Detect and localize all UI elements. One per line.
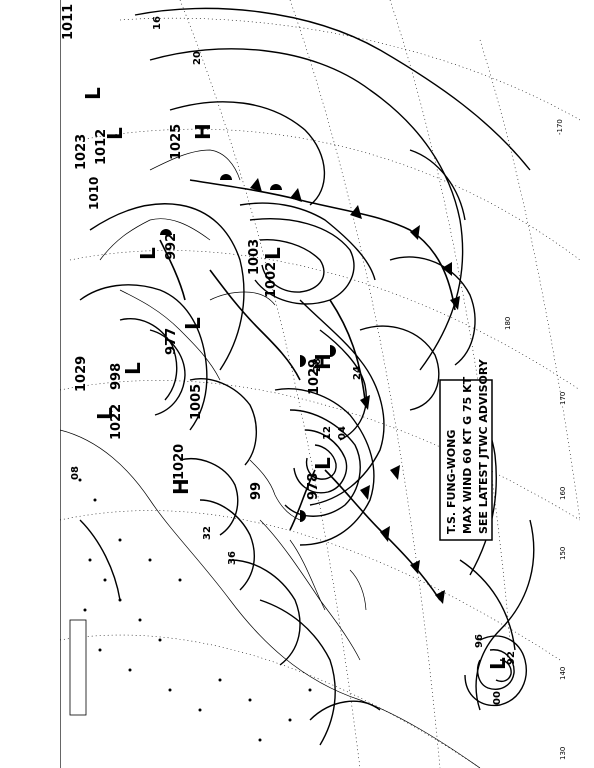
- low-center-marker: L: [81, 87, 105, 100]
- isobar-label: 99: [249, 482, 264, 500]
- longitude-label: 160: [559, 487, 567, 500]
- isobar-label: 1003: [247, 239, 262, 275]
- longitude-label: 140: [559, 667, 567, 680]
- isobar-label: 978: [306, 473, 321, 500]
- isobar-label: 96: [474, 634, 485, 648]
- tropical-storm-advisory: T.S. FUNG-WONG MAX WIND 60 KT G 75 KT SE…: [439, 358, 493, 541]
- isobar-label: 1029: [74, 356, 89, 392]
- isobar-label: 12: [322, 426, 333, 440]
- isobar-label: 992: [164, 233, 179, 260]
- isobar-label: 20: [192, 51, 203, 65]
- low-center-marker: L: [311, 457, 335, 470]
- chart-info-box: [69, 619, 87, 716]
- low-center-marker: L: [121, 362, 145, 375]
- isobar-label: 977: [164, 328, 179, 355]
- isobar-label: 32: [202, 526, 213, 540]
- isobar-label: 04: [337, 426, 348, 440]
- longitude-labels: -170 180 170 160 150 140 130: [504, 119, 567, 760]
- low-center-marker: L: [103, 127, 127, 140]
- isobar-label: 08: [70, 466, 81, 480]
- isobar-label: 1002: [264, 262, 279, 298]
- isobar-label: 24: [352, 366, 363, 380]
- coastlines: [60, 149, 481, 768]
- high-center-marker: H: [169, 478, 193, 495]
- map-background: [60, 0, 580, 768]
- isobar-label: 1025: [169, 124, 184, 160]
- isobar-label: 16: [152, 16, 163, 30]
- high-center-marker: H: [311, 353, 335, 370]
- longitude-label: 150: [559, 547, 567, 560]
- low-center-marker: L: [93, 407, 117, 420]
- isobar-label: 36: [227, 551, 238, 565]
- isobar-label: 1010: [87, 177, 101, 210]
- isobar-label: 1005: [189, 384, 204, 420]
- high-center-marker: H: [191, 123, 215, 140]
- isobar-label: 1029: [307, 359, 322, 395]
- isobar-label: 28: [312, 358, 323, 372]
- advisory-line-2: MAX WIND 60 KT G 75 KT: [461, 376, 474, 534]
- low-center-marker: L: [136, 247, 160, 260]
- low-center-marker: L: [261, 247, 285, 260]
- longitude-label: 170: [559, 392, 567, 405]
- low-center-marker: L: [486, 657, 510, 670]
- station-plots: [73, 478, 312, 742]
- graticule: [60, 0, 580, 768]
- surface-analysis-map: 1011 1023 1012 1010 1025 992 1003 1002 1…: [60, 0, 580, 768]
- isobar-label: 92: [506, 651, 517, 665]
- pressure-centers: L L H L L L H L H L L L: [81, 87, 510, 670]
- low-center-marker: L: [181, 317, 205, 330]
- isobar-label: 1011: [61, 4, 76, 40]
- front-symbols: [160, 174, 460, 604]
- advisory-line-3: SEE LATEST JTWC ADVISORY: [477, 358, 490, 534]
- isobar-label: 998: [109, 363, 124, 390]
- isobar-labels: 1011 1023 1012 1010 1025 992 1003 1002 1…: [61, 4, 517, 705]
- isobar-label: 00: [492, 691, 503, 705]
- longitude-label: 130: [559, 747, 567, 760]
- advisory-line-1: T.S. FUNG-WONG: [445, 430, 458, 534]
- isobar-label: 1022: [109, 404, 124, 440]
- longitude-label: -170: [556, 119, 564, 135]
- isobar-label: 1023: [74, 134, 89, 170]
- longitude-label: 180: [504, 317, 512, 330]
- isobar-label: 1020: [172, 444, 187, 480]
- isobar-label: 1012: [94, 129, 109, 165]
